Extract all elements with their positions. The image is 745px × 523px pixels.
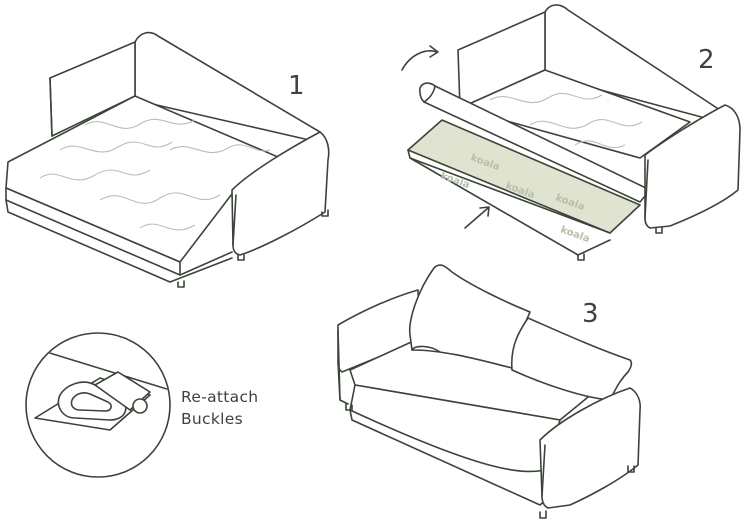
caption-line2: Buckles — [181, 408, 258, 430]
step2-fold-mattress: koala koala koala koala koala 2 — [402, 5, 740, 260]
logo-watermark: koala — [559, 224, 591, 245]
step3-sofa-with-cushions: 3 — [338, 265, 640, 518]
step3-number: 3 — [582, 299, 599, 329]
step2-number: 2 — [698, 45, 715, 75]
buckle-caption: Re-attach Buckles — [181, 386, 258, 430]
step1-open-sofa-bed: 1 — [6, 33, 329, 287]
step1-number: 1 — [288, 71, 305, 101]
caption-line1: Re-attach — [181, 386, 258, 408]
buckle-detail-callout — [26, 333, 170, 477]
